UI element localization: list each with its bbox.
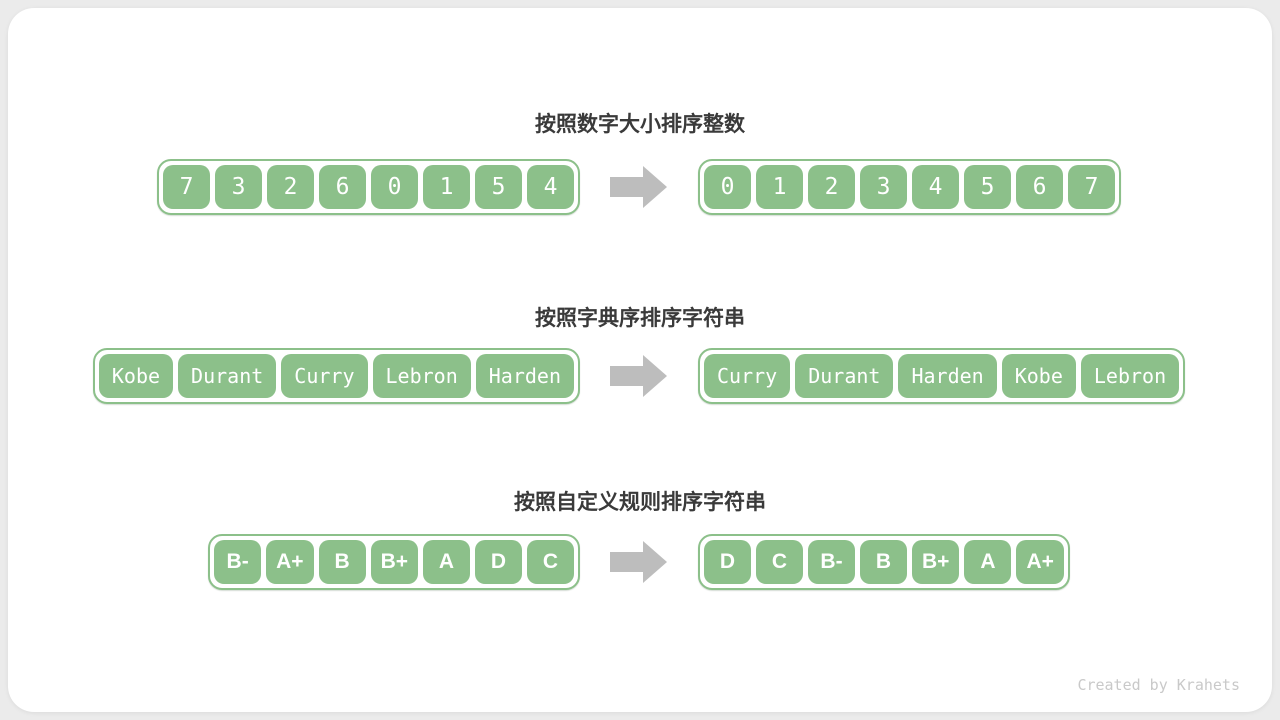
array-cell: 7	[1068, 165, 1115, 209]
array-cell: A+	[266, 540, 314, 584]
array-cell: 0	[371, 165, 418, 209]
arrow-right-icon	[610, 353, 668, 399]
array-cell: A	[423, 540, 470, 584]
array-cell: Kobe	[1001, 354, 1076, 398]
arrow-zone	[580, 159, 698, 215]
array-cell: Curry	[704, 354, 791, 398]
array-cell: A+	[1016, 540, 1064, 584]
section-title: 按照数字大小排序整数	[535, 113, 745, 136]
array-cell: 5	[475, 165, 522, 209]
array-cell: 6	[1016, 165, 1063, 209]
array-cell: Harden	[898, 354, 997, 398]
array-cell: Durant	[795, 354, 894, 398]
array-cell: 6	[319, 165, 366, 209]
array-cell: Lebron	[1080, 354, 1180, 398]
array-cell: Curry	[281, 354, 368, 398]
array-cell: Lebron	[372, 354, 471, 398]
arrow-right-icon	[610, 539, 668, 585]
array-cell: D	[704, 540, 751, 584]
array-cell: 3	[215, 165, 262, 209]
array-cell: Harden	[475, 354, 574, 398]
arrow-zone	[580, 534, 698, 590]
array-cell: 2	[808, 165, 855, 209]
array-cell: Durant	[178, 354, 277, 398]
array-cell: 3	[860, 165, 907, 209]
array-cell: 4	[912, 165, 959, 209]
credit-text: Created by Krahets	[1077, 676, 1240, 694]
array-cell: 5	[964, 165, 1011, 209]
array-cell: 0	[704, 165, 751, 209]
array-cell: B+	[912, 540, 960, 584]
array-cell: 7	[163, 165, 210, 209]
section-title: 按照字典序排序字符串	[535, 307, 745, 330]
array-cell: B	[318, 540, 366, 584]
array-cell: B-	[214, 540, 262, 584]
array-cell: 1	[423, 165, 470, 209]
array-cell: 1	[756, 165, 803, 209]
arrow-zone	[580, 348, 698, 404]
array-cell: C	[527, 540, 574, 584]
section-title: 按照自定义规则排序字符串	[514, 491, 766, 514]
array-cell: Kobe	[98, 354, 174, 398]
array-cell: B+	[370, 540, 418, 584]
array-cell: 2	[267, 165, 314, 209]
array-cell: D	[475, 540, 522, 584]
array-cell: A	[964, 540, 1012, 584]
arrow-right-icon	[610, 164, 668, 210]
array-cell: B-	[808, 540, 855, 584]
array-cell: 4	[527, 165, 574, 209]
array-cell: B	[860, 540, 907, 584]
array-cell: C	[756, 540, 803, 584]
